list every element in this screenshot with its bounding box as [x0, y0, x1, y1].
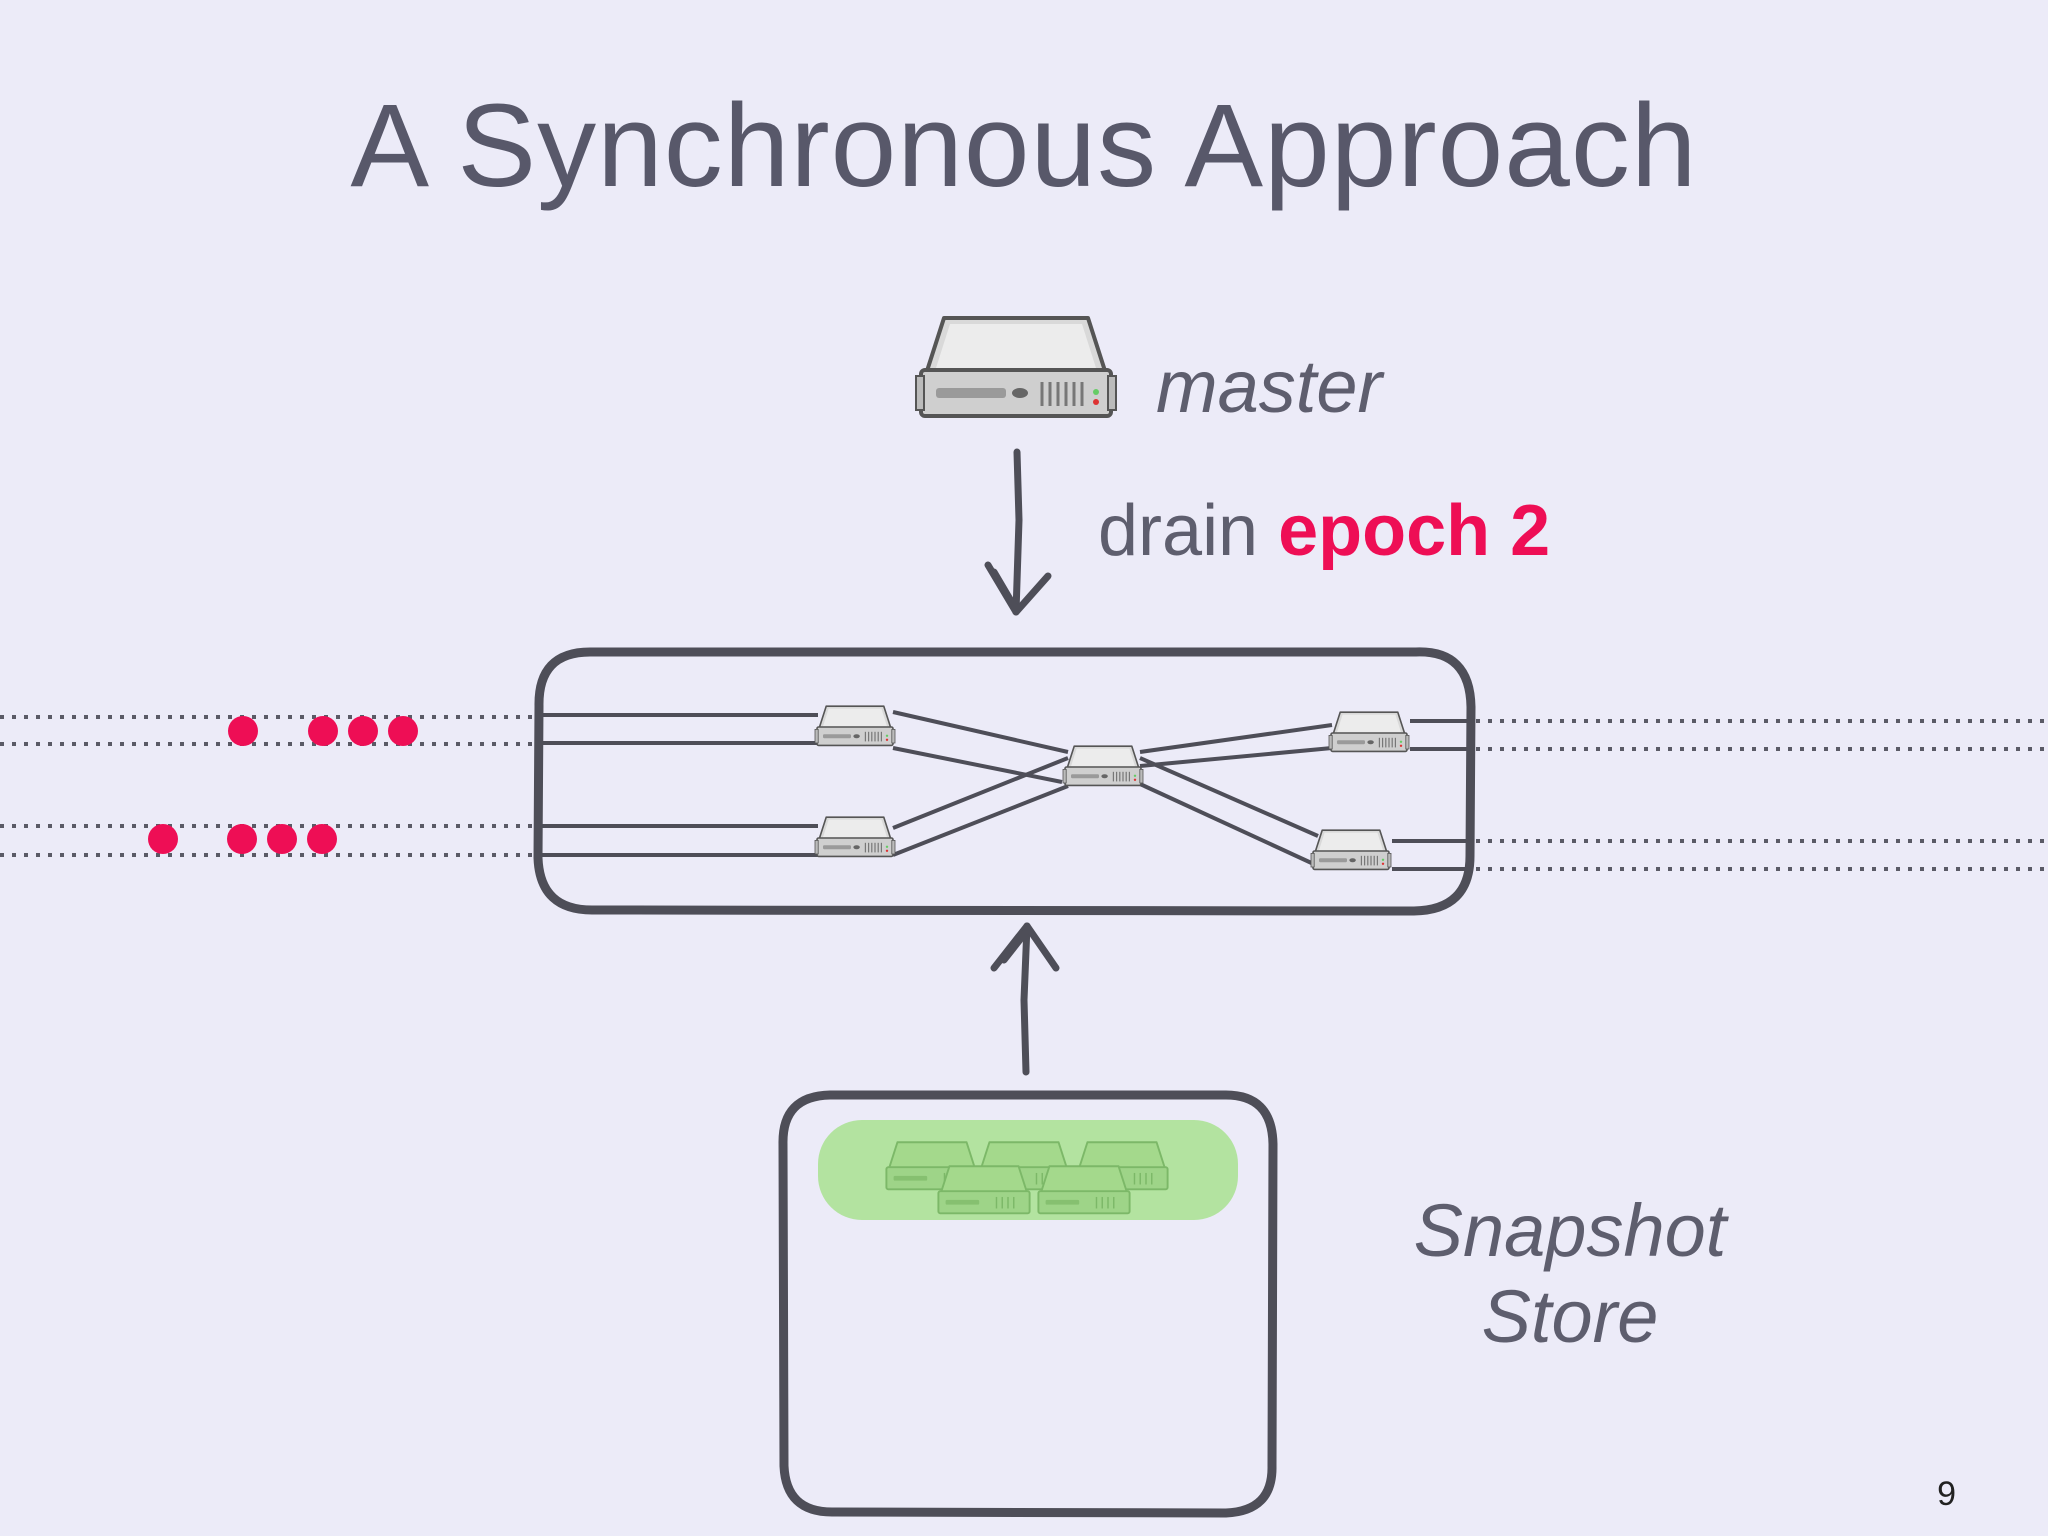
record-dot [228, 716, 258, 746]
record-dot [308, 716, 338, 746]
snapshot-store-box [778, 1090, 1278, 1518]
page-number: 9 [1937, 1475, 1956, 1513]
server-icon [1062, 745, 1144, 787]
dataflow-edges [540, 710, 1468, 871]
drain-arrow [984, 448, 1052, 616]
master-label: master [1156, 345, 1383, 428]
restore-arrow [990, 922, 1060, 1076]
record-dot [148, 824, 178, 854]
epoch-label: epoch 2 [1278, 491, 1551, 571]
snapshot-store-label: Snapshot Store [1380, 1188, 1760, 1360]
record-dot [267, 824, 297, 854]
record-dot [388, 716, 418, 746]
server-icon [814, 705, 896, 747]
server-icon [1037, 1165, 1131, 1215]
dataflow-box [533, 647, 1476, 916]
snapshot-label-line2: Store [1481, 1275, 1659, 1358]
server-icon [1328, 711, 1410, 753]
record-dot [307, 824, 337, 854]
server-icon [814, 816, 896, 858]
slide-title: A Synchronous Approach [350, 80, 1698, 212]
stream-records [148, 716, 418, 854]
snapshot-label-line1: Snapshot [1413, 1189, 1727, 1272]
record-dot [227, 824, 257, 854]
record-dot [348, 716, 378, 746]
output-streams [1476, 719, 2048, 871]
drain-text: drain [1098, 491, 1259, 571]
master-server-icon [914, 316, 1118, 418]
server-icon [937, 1165, 1031, 1215]
drain-label: drain epoch 2 [1098, 490, 1550, 572]
server-icon [1310, 829, 1392, 871]
input-streams [0, 715, 535, 857]
